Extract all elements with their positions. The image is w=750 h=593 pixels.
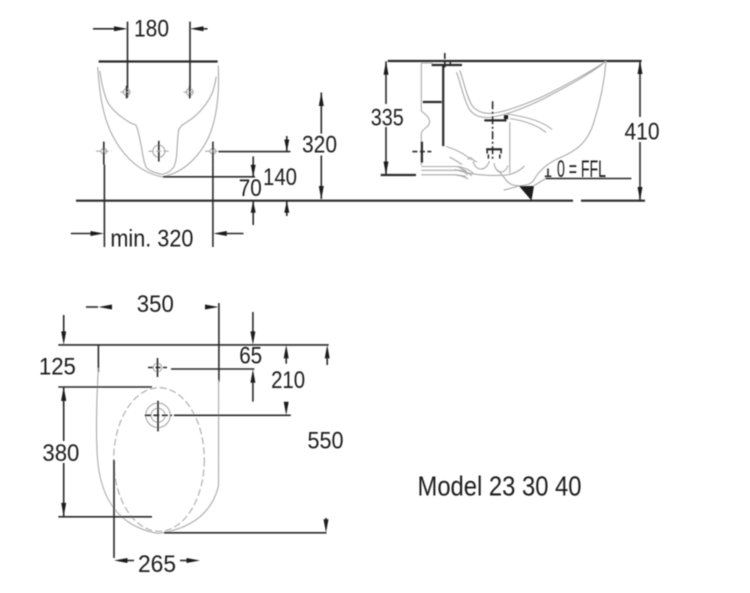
svg-text:min. 320: min. 320 [110,226,193,253]
svg-text:180: 180 [134,16,169,43]
svg-text:335: 335 [371,104,404,131]
svg-text:140: 140 [263,164,297,191]
svg-text:Model 23 30 40: Model 23 30 40 [418,470,582,501]
svg-text:380: 380 [42,440,79,467]
svg-text:125: 125 [39,353,76,380]
svg-text:265: 265 [138,551,176,578]
svg-text:210: 210 [271,367,305,394]
svg-text:410: 410 [625,119,660,146]
svg-text:320: 320 [302,131,337,158]
svg-text:550: 550 [308,428,344,455]
svg-text:70: 70 [239,175,262,202]
svg-text:350: 350 [137,291,174,318]
svg-text:65: 65 [239,343,262,370]
